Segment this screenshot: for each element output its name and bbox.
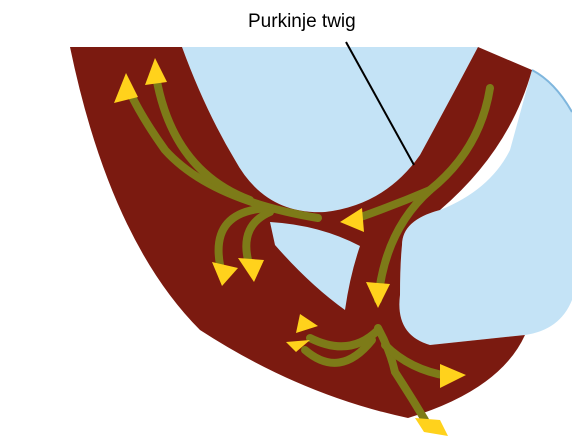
arrow-bottom — [415, 418, 448, 436]
purkinje-twig-label: Purkinje twig — [248, 11, 356, 32]
